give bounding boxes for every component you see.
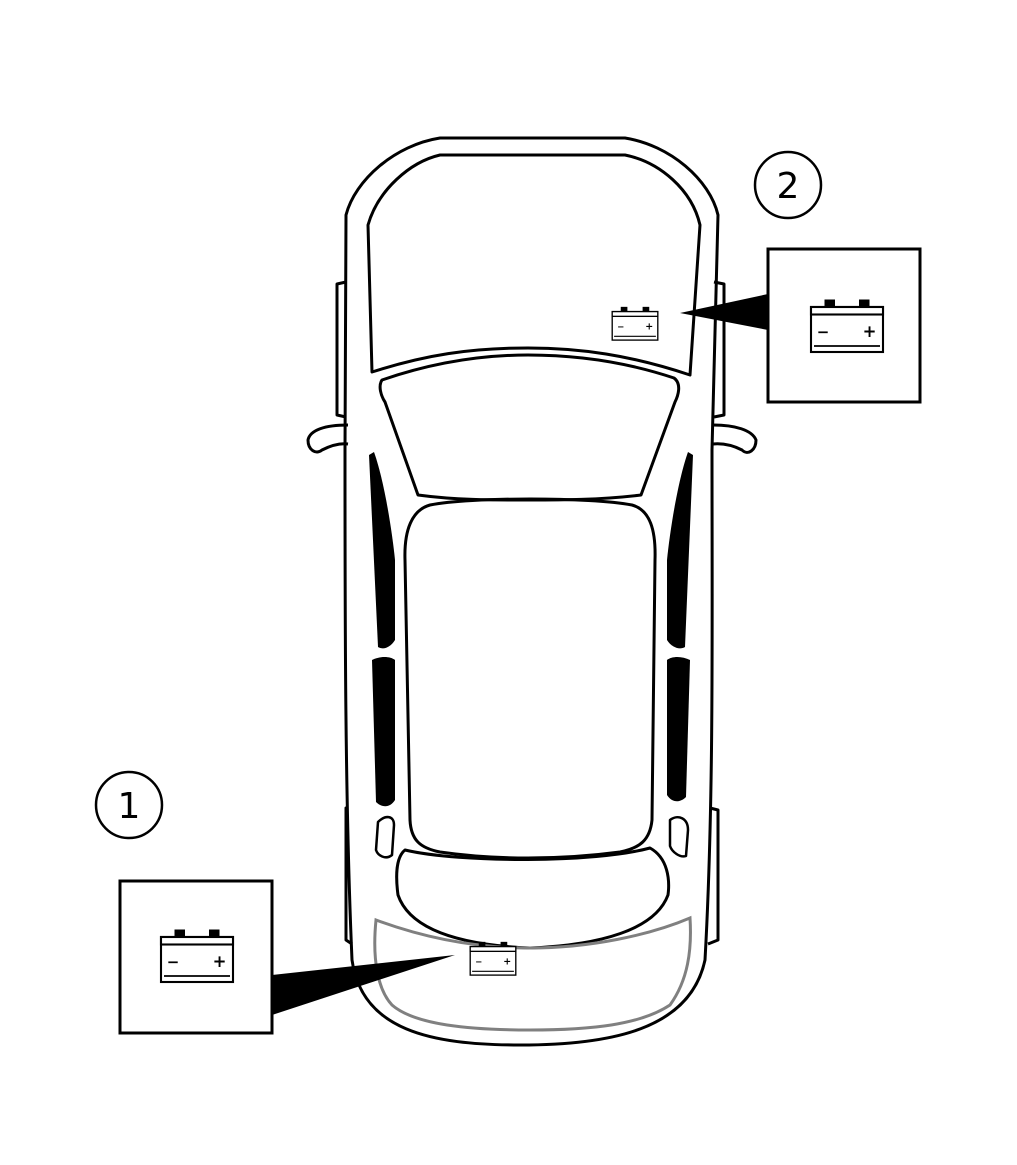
right-front-side-window [667,452,693,649]
battery-icon-trunk: − + [469,941,517,976]
battery-icon-engine-bay: − + [611,306,659,341]
callout-1-number: 1 [118,786,141,827]
car-body-outline [343,136,720,1047]
right-rear-side-window [667,657,690,802]
car-top-view [306,136,758,1047]
svg-text:+: + [213,952,227,971]
callout-2-number: 2 [777,166,800,207]
svg-text:−: − [167,953,180,971]
svg-text:−: − [817,323,830,341]
callout-1: 1 − + [94,770,455,1035]
windshield [378,353,681,502]
hood [366,153,702,377]
svg-text:−: − [617,323,624,333]
callout-2-pointer [680,294,768,330]
svg-text:+: + [645,322,653,333]
front-left-wheel-arch [335,280,347,419]
left-quarter-window [374,815,396,859]
callout-2-battery-icon: − + [809,298,885,354]
right-mirror [712,423,758,454]
svg-text:+: + [863,322,877,341]
svg-text:+: + [503,957,511,968]
side-windows [369,452,693,807]
callout-2-circle [753,150,823,220]
trunk-floor-outline [373,915,692,1032]
callout-1-battery-icon: − + [159,928,235,984]
rear-left-wheel-arch [344,806,353,946]
rear-window [395,846,671,950]
front-right-wheel-arch [713,280,726,419]
callout-1-pointer [272,955,455,1015]
rear-right-wheel-arch [707,806,720,946]
callout-1-circle [94,770,164,840]
roof [403,497,657,860]
left-front-side-window [369,452,395,649]
left-rear-side-window [372,657,395,807]
left-mirror [306,423,349,454]
right-quarter-window [668,816,690,858]
callout-2: 2 − + [680,150,922,404]
svg-text:−: − [475,958,482,968]
